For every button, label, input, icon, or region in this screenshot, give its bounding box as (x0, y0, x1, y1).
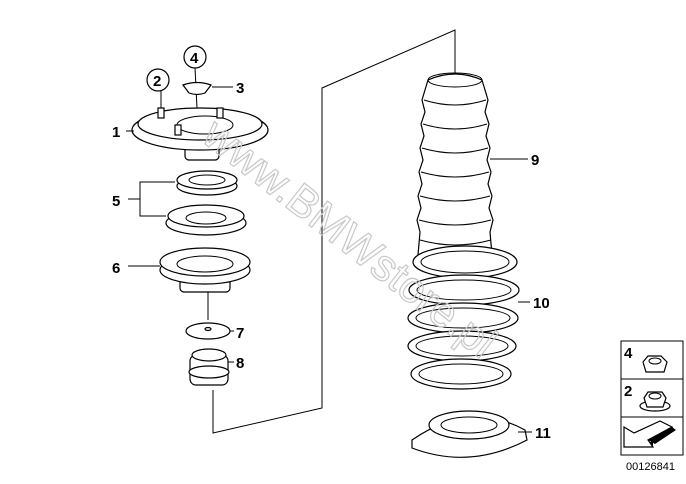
part-3-cap (182, 81, 212, 96)
flange-nut-icon (639, 391, 671, 412)
callout-9: 9 (531, 152, 539, 169)
fastener-legend: 4 2 (620, 340, 684, 456)
legend-label-4: 4 (624, 345, 633, 362)
callout-2: 2 (153, 73, 161, 90)
callout-7: 7 (236, 325, 244, 342)
callout-5: 5 (112, 193, 120, 210)
callout-3: 3 (236, 80, 244, 97)
self-locking-nut-icon (642, 355, 668, 373)
callout-circle-2 (146, 68, 170, 92)
callout-circle-4 (183, 45, 207, 69)
part-9-dust-boot (416, 72, 494, 264)
part-7-washer (185, 322, 231, 340)
part-5-bearing (165, 170, 247, 236)
assembly-guide-line (212, 29, 456, 434)
legend-label-2: 2 (624, 383, 632, 400)
part-8-bump-stop (188, 348, 230, 386)
part-1-strut-mount (131, 107, 269, 161)
part-6-spring-seat (159, 247, 251, 293)
callout-1: 1 (112, 124, 120, 141)
callout-4: 4 (190, 50, 199, 67)
callout-8: 8 (236, 355, 244, 372)
part-10-coil-spring (407, 245, 520, 390)
callout-6: 6 (112, 260, 120, 277)
part-11-lower-spring-pad (411, 410, 528, 458)
direction-arrow-icon (623, 420, 676, 448)
callout-11: 11 (535, 425, 551, 442)
drawing-number: 00126841 (626, 461, 675, 473)
callout-10: 10 (533, 295, 550, 312)
